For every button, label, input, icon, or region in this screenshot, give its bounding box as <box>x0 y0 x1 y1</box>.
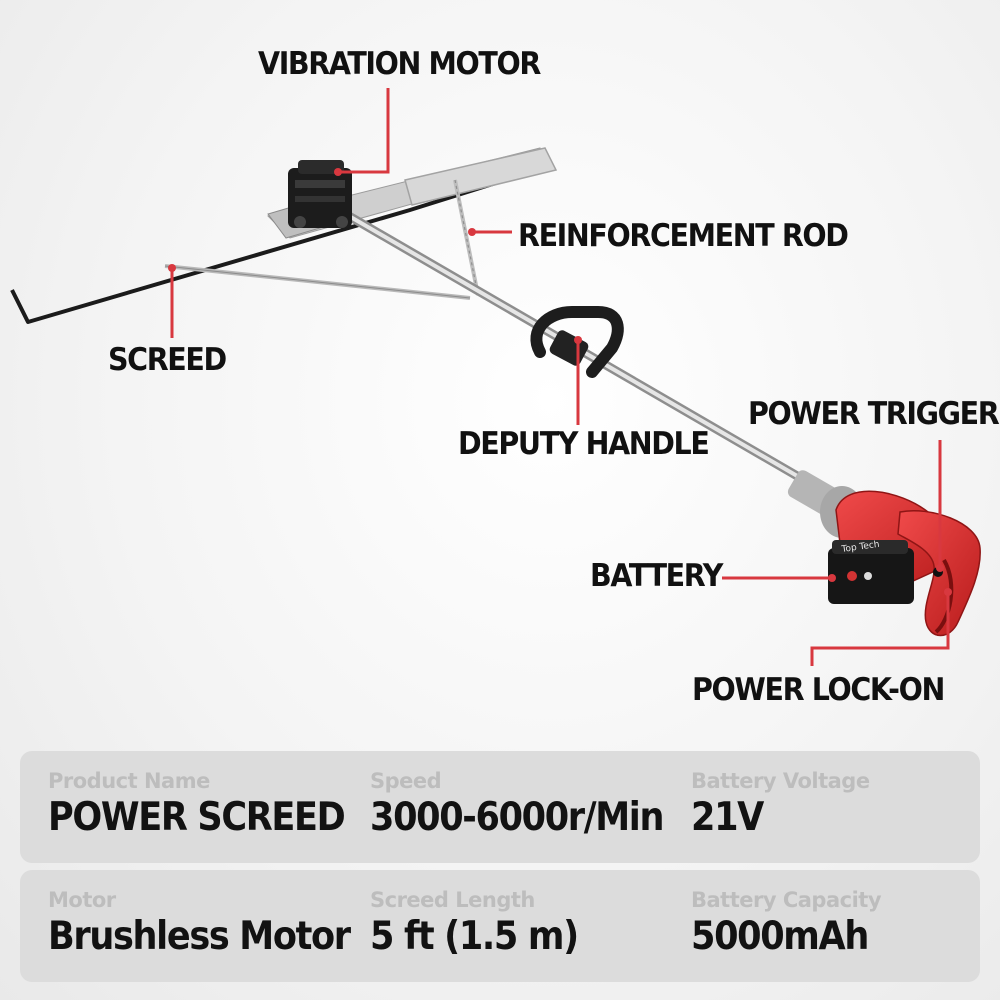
callout-vibration-motor: VIBRATION MOTOR <box>258 46 541 82</box>
spec-value: POWER SCREED <box>48 795 346 840</box>
spec-label: Product Name <box>48 769 210 793</box>
leader-power-lock-on <box>810 592 950 666</box>
spec-label: Speed <box>370 769 442 793</box>
spec-value: 5000mAh <box>691 914 869 959</box>
callout-battery: BATTERY <box>590 558 723 594</box>
spec-panel-row-1: Product Name POWER SCREED Speed 3000-600… <box>20 751 980 863</box>
spec-value: 5 ft (1.5 m) <box>370 914 579 959</box>
reinforcement-rod <box>453 179 480 296</box>
callout-deputy-handle: DEPUTY HANDLE <box>458 426 710 462</box>
spec-label: Battery Voltage <box>691 769 870 793</box>
spec-label: Motor <box>48 888 116 912</box>
spec-value: Brushless Motor <box>48 914 351 959</box>
callout-screed: SCREED <box>108 342 227 378</box>
leader-vibration-motor <box>338 88 390 174</box>
callout-reinforcement-rod: REINFORCEMENT ROD <box>518 218 849 254</box>
spec-label: Battery Capacity <box>691 888 882 912</box>
product-illustration: Top Tech <box>10 88 981 666</box>
spec-label: Screed Length <box>370 888 535 912</box>
vibration-motor-unit <box>267 160 352 239</box>
brace-rods <box>164 264 471 300</box>
spec-value: 3000-6000r/Min <box>370 795 664 840</box>
callout-power-trigger: POWER TRIGGER <box>748 396 1000 432</box>
spec-panel-row-2: Motor Brushless Motor Screed Length 5 ft… <box>20 870 980 982</box>
battery-pack: Top Tech <box>828 540 914 604</box>
leader-lines <box>170 88 950 666</box>
spec-value: 21V <box>691 795 764 840</box>
leader-dots <box>168 168 952 596</box>
callout-power-lock-on: POWER LOCK-ON <box>692 672 945 708</box>
